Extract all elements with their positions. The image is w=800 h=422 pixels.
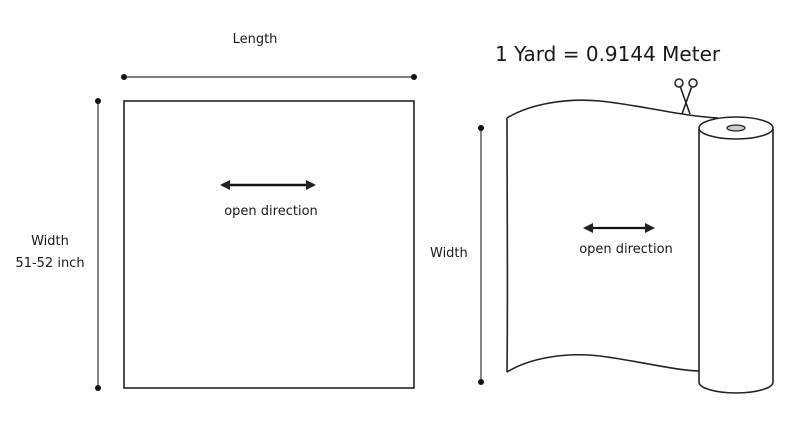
length-dimension-line [121,74,417,80]
fabric-roll-cylinder [698,129,774,394]
width-dimension-endpoint-bottom-right [478,379,484,385]
open-direction-label-left: open direction [224,204,318,219]
width-dimension-line-left [95,98,101,391]
yard-meter-title: 1 Yard = 0.9144 Meter [495,42,721,66]
fabric-roll-core [726,124,746,132]
fabric-roll-sheet [506,99,719,373]
width-dimension-endpoint-top-right [478,125,484,131]
width-value-text: 51-52 inch [15,256,85,271]
width-label-text: Width [31,234,69,249]
width-label-right: Width [430,246,468,261]
length-dimension-endpoint-right [411,74,417,80]
width-dimension-endpoint-top [95,98,101,104]
fabric-roll [506,99,774,394]
length-label: Length [232,32,278,47]
fabric-square [123,100,415,389]
width-dimension-endpoint-bottom [95,385,101,391]
width-label-left: Width 51-52 inch [15,231,84,275]
open-direction-label-right: open direction [579,242,673,257]
length-dimension-endpoint-left [121,74,127,80]
scissors-icon [674,78,698,115]
width-dimension-line-right [478,125,484,385]
fabric-flat-piece [123,100,415,389]
